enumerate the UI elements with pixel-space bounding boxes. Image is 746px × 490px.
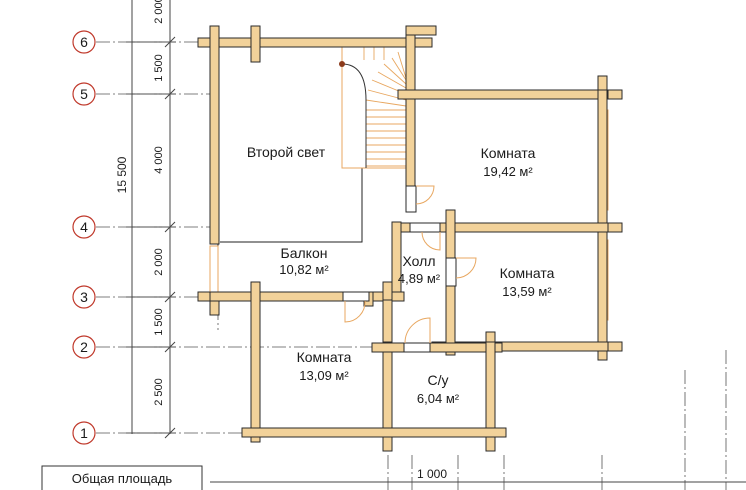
room-bottom-left-area: 13,09 м² xyxy=(299,368,349,383)
wall-bottom xyxy=(241,427,507,438)
wall-axis2 xyxy=(371,342,503,353)
axis-marker-2: 2 xyxy=(72,335,96,359)
room-mid-right-name: Комната xyxy=(500,265,555,281)
room-second-light-name: Второй свет xyxy=(247,144,326,160)
axis-marker-5-label: 5 xyxy=(80,86,88,102)
axis-marker-3-label: 3 xyxy=(80,289,88,305)
legend-total-area-label: Общая площадь xyxy=(72,471,173,486)
wall-left-upper xyxy=(209,25,220,245)
wall-right-outer xyxy=(597,75,608,361)
room-mid-right-area: 13,59 м² xyxy=(502,284,552,299)
axis-marker-1-label: 1 xyxy=(80,425,88,441)
room-balcony-area: 10,82 м² xyxy=(279,262,329,277)
dimension-lines xyxy=(126,0,176,439)
dimension-seg-6: 2 500 xyxy=(153,378,165,406)
stair-rail-end xyxy=(339,61,345,67)
log-walls xyxy=(197,25,621,443)
axis-marker-1: 1 xyxy=(72,421,96,445)
room-bathroom-name: С/у xyxy=(428,372,449,388)
axis-marker-4: 4 xyxy=(72,215,96,239)
legend-box: Общая площадь xyxy=(41,465,203,490)
axis-lines xyxy=(96,41,727,490)
axis-marker-5: 5 xyxy=(72,82,96,106)
axis-marker-6-label: 6 xyxy=(80,34,88,50)
wall-bath-right xyxy=(485,331,496,443)
dimension-seg-2: 1 500 xyxy=(153,54,165,82)
wall-right-top xyxy=(397,89,621,100)
staircase xyxy=(339,45,407,169)
bottom-dimension-label: 1 000 xyxy=(417,467,447,481)
room-hall-area: 4,89 м² xyxy=(398,271,441,286)
room-top-right-area: 19,42 м² xyxy=(483,164,533,179)
dimension-seg-3: 4 000 xyxy=(153,146,165,174)
dimension-seg-1: 2 000 xyxy=(153,0,165,24)
wall-top xyxy=(197,37,433,48)
dimension-seg-4: 2 000 xyxy=(153,248,165,276)
axis-marker-3: 3 xyxy=(72,285,96,309)
axis-marker-2-label: 2 xyxy=(80,339,88,355)
log-ends xyxy=(197,25,623,452)
wall-lower-left xyxy=(250,281,261,443)
dimension-total: 15 500 xyxy=(115,156,129,193)
bottom-dimension: 1 000 xyxy=(210,467,746,483)
axis-marker-6: 6 xyxy=(72,30,96,54)
dimension-seg-5: 1 500 xyxy=(153,308,165,336)
room-bottom-left-name: Комната xyxy=(297,349,352,365)
room-bathroom-area: 6,04 м² xyxy=(417,391,460,406)
room-balcony-name: Балкон xyxy=(281,245,328,261)
room-top-right-name: Комната xyxy=(481,145,536,161)
wall-stair-right xyxy=(405,25,416,197)
doors xyxy=(342,185,477,353)
axis-marker-4-label: 4 xyxy=(80,219,88,235)
room-hall-name: Холл xyxy=(403,253,436,269)
